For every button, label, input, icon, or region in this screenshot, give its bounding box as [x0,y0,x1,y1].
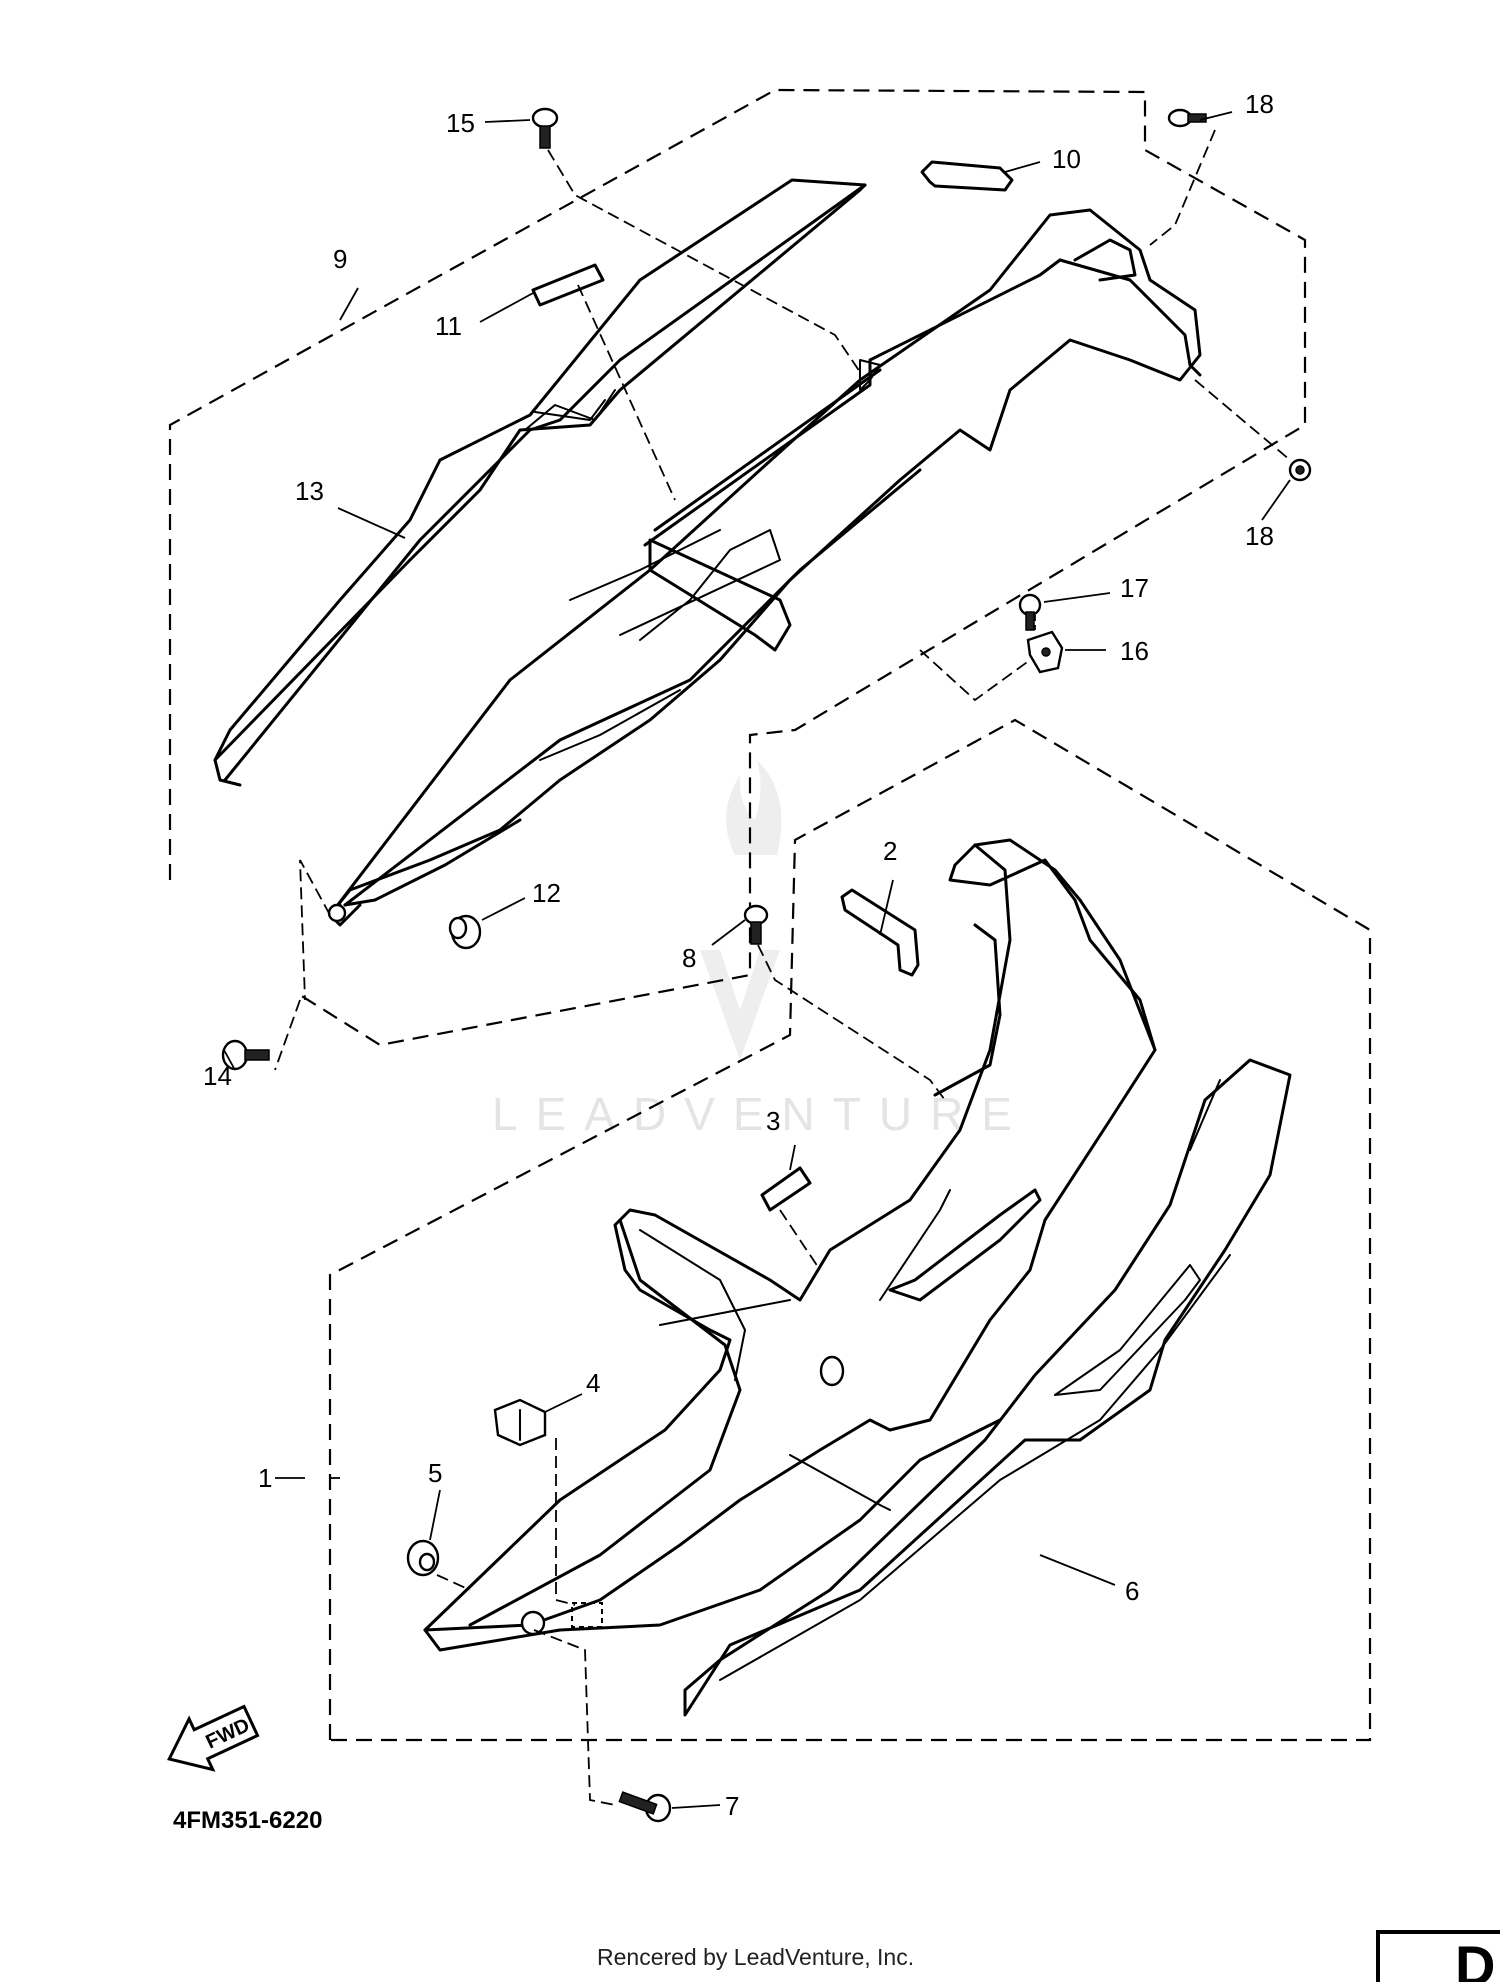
callout-1: 1 [258,1463,272,1493]
upper-cover-part-9 [327,208,1202,927]
screw-part-18-bottom [1288,458,1312,482]
lower-cover-part-1 [423,838,1157,1652]
callouts: 1 2 3 4 5 6 7 8 9 10 11 12 13 14 15 16 1… [203,89,1274,1821]
hidden-clip [571,1602,603,1628]
diagram-reference: 4FM351-6220 [173,1807,322,1834]
bolt-part-15 [531,107,559,149]
assembly-boundary-9 [168,88,1307,1047]
bolt-part-7 [618,1791,672,1823]
screw-part-18-top [1167,108,1207,128]
callout-2: 2 [883,836,897,866]
label-part-11 [531,263,605,307]
callout-4: 4 [586,1368,600,1398]
callout-18-bottom: 18 [1245,521,1274,551]
corner-tab-letter: D [1455,1934,1495,1982]
callout-5: 5 [428,1458,442,1488]
callout-9: 9 [333,244,347,274]
grommet-part-5 [406,1539,440,1577]
callout-17: 17 [1120,573,1149,603]
callout-14: 14 [203,1061,232,1091]
callout-18-top: 18 [1245,89,1274,119]
trim-strip-part-10 [920,160,1014,192]
callout-16: 16 [1120,636,1149,666]
bolt-part-8 [743,904,769,945]
callout-11: 11 [435,311,462,341]
watermark-text: LEADVENTURE [492,1088,1030,1140]
side-panel-part-13 [213,178,867,787]
fwd-arrow: FWD [167,1704,260,1772]
bolt-part-14 [221,1039,270,1071]
corner-tab: D [1376,1930,1500,1982]
assembly-boundary-1 [328,718,1372,1742]
callout-10: 10 [1052,144,1081,174]
clip-nut-part-4 [493,1398,547,1447]
callout-12: 12 [532,878,561,908]
credit-text: Rencered by LeadVenture, Inc. [597,1944,914,1970]
label-part-3 [760,1166,812,1212]
watermark: LEADVENTURE [492,760,1030,1140]
lower-panel-part-6 [683,1058,1292,1717]
trim-part-2 [840,888,920,977]
callout-15: 15 [446,108,475,138]
callout-6: 6 [1125,1576,1139,1606]
leader-lines [223,111,1291,1809]
callout-3: 3 [766,1106,780,1136]
callout-8: 8 [682,943,696,973]
clip-part-16 [1026,630,1064,674]
callout-7: 7 [725,1791,739,1821]
screw-part-17 [1018,593,1042,631]
callout-13: 13 [295,476,324,506]
grommet-part-12 [448,914,482,950]
